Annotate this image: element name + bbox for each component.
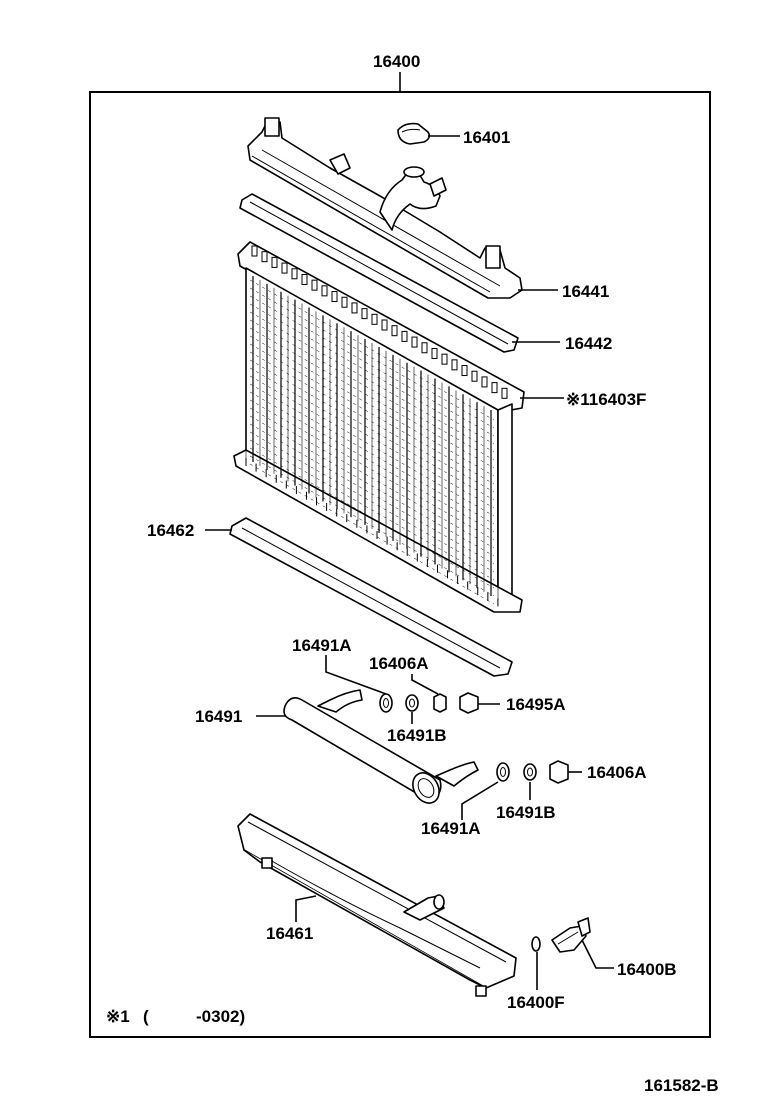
label-16491: 16491	[195, 707, 242, 726]
label-16400b: 16400B	[617, 960, 677, 979]
upper-tank	[247, 117, 523, 299]
label-16491a-top: 16491A	[292, 636, 352, 655]
drain-cock	[551, 917, 591, 953]
fittings-top	[379, 692, 479, 714]
o-ring	[531, 936, 541, 952]
label-16462: 16462	[147, 521, 194, 540]
figure-code: 161582-B	[644, 1076, 719, 1095]
lower-tank	[237, 813, 517, 997]
label-16406a-top: 16406A	[369, 654, 429, 673]
footnote-range: -0302)	[196, 1007, 245, 1026]
radiator-core	[233, 241, 525, 613]
oil-cooler	[283, 689, 479, 804]
label-16406a-right: 16406A	[587, 763, 647, 782]
label-assembly: 16400	[373, 52, 420, 71]
label-16491b-top: 16491B	[387, 726, 447, 745]
label-16401: 16401	[463, 128, 510, 147]
label-16400f: 16400F	[507, 993, 565, 1012]
label-16461: 16461	[266, 924, 313, 943]
label-16403f: ※116403F	[566, 390, 646, 409]
label-16442: 16442	[565, 334, 612, 353]
leader-lines	[205, 135, 614, 990]
footnote-mark: ※1	[106, 1007, 130, 1026]
label-16495a: 16495A	[506, 695, 566, 714]
fittings-bottom	[496, 760, 569, 784]
upper-gasket	[239, 193, 519, 353]
label-16441: 16441	[562, 282, 609, 301]
part-labels: 16400 16401 16441 16442 ※116403F 16462 1…	[106, 52, 719, 1095]
label-16491a-bottom: 16491A	[421, 819, 481, 838]
radiator-cap	[397, 122, 431, 145]
label-16491b-bottom: 16491B	[496, 803, 556, 822]
footnote-open-paren: (	[143, 1007, 149, 1026]
lower-gasket	[229, 517, 513, 677]
